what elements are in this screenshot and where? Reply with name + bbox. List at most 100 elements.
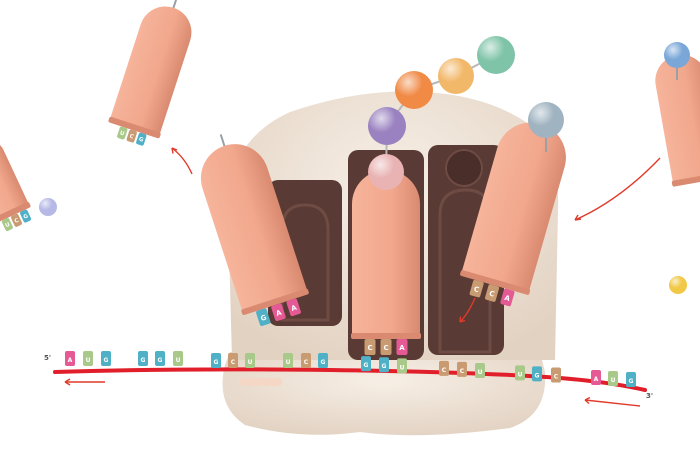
mrna-base: G — [379, 357, 389, 373]
mrna-base: U — [397, 358, 407, 374]
mrna-base: C — [457, 361, 467, 377]
amino-acid-teal — [477, 36, 515, 74]
amino-acid-layer — [39, 36, 690, 294]
mrna-base: G — [101, 351, 111, 366]
trna-body — [352, 170, 420, 336]
mrna-base: G — [361, 356, 371, 372]
anticodon-letter: C — [488, 289, 495, 298]
mrna-base-letter: C — [304, 359, 309, 366]
mrna-base-letter: U — [176, 357, 181, 364]
anticodon-letter: A — [399, 344, 405, 352]
direction-arrows — [64, 147, 661, 407]
mrna-base-letter: A — [594, 376, 599, 383]
mrna-base-letter: G — [158, 357, 163, 364]
anticodon-base: A — [271, 303, 286, 322]
trna-body — [461, 122, 566, 293]
mrna-strand — [53, 367, 647, 392]
mrna-base-letter: U — [86, 357, 91, 364]
mrna-base-letter: U — [400, 364, 405, 371]
mrna-base-letter: C — [554, 374, 559, 381]
mrna-base-letter: G — [214, 359, 219, 366]
trna-floating-left-edge: UCG — [0, 139, 32, 232]
mrna-base-letter: G — [629, 378, 634, 385]
mrna-base: U — [283, 353, 293, 368]
mrna-base: U — [515, 365, 525, 381]
mrna-base: U — [83, 351, 93, 366]
five-prime-label: 5' — [44, 354, 51, 362]
mrna-base: G — [626, 372, 636, 388]
anticodon-letter: C — [473, 285, 480, 294]
mrna-base-letter: U — [286, 359, 291, 366]
mrna-base-letter: C — [460, 368, 465, 375]
anticodon-letter: A — [290, 303, 298, 312]
a-site-pocket — [445, 149, 483, 187]
anticodon-base: C — [485, 284, 500, 302]
trna-body — [109, 6, 192, 136]
ribosome-highlight — [240, 378, 282, 386]
anticodon-letter: A — [503, 294, 511, 303]
mrna-base-letter: U — [478, 369, 483, 376]
mrna-base-letter: A — [68, 357, 73, 364]
mrna-base-letter: G — [535, 372, 540, 379]
trna-e-site: GAA — [200, 134, 309, 327]
trna-body — [200, 144, 308, 313]
mrna-base-letter: G — [382, 363, 387, 370]
mrna: 5' 3' A U G G G U G C U U C G G G U C C U U G C A U G — [44, 351, 653, 400]
anticodon-base: A — [500, 288, 515, 307]
anticodon-base: C — [10, 213, 22, 227]
anticodon-base: U — [117, 126, 128, 140]
mrna-base: C — [301, 353, 311, 368]
anticodon-base: C — [126, 129, 137, 143]
anticodon-base: U — [1, 218, 13, 232]
anticodon-letter: C — [367, 344, 372, 352]
anticodon-base: A — [396, 339, 408, 355]
amino-acid-blue — [664, 42, 690, 68]
amino-acid-pink — [368, 154, 404, 190]
anticodon-letter: U — [5, 222, 12, 229]
anticodon-letter: C — [383, 344, 388, 352]
mrna-base-letter: U — [518, 371, 523, 378]
mrna-base-letter: G — [321, 359, 326, 366]
amino-acid-purple — [368, 107, 406, 145]
amino-acid-gold — [669, 276, 687, 294]
three-prime-label: 3' — [646, 392, 653, 400]
mrna-base-letter: G — [141, 357, 146, 364]
anticodon-letter: G — [138, 137, 145, 144]
mrna-base: U — [245, 353, 255, 368]
arrow-curve-left — [171, 147, 193, 175]
anticodon-letter: G — [23, 213, 30, 221]
mrna-base: A — [65, 351, 75, 366]
amino-acid-yellow — [438, 58, 474, 94]
mrna-base: U — [608, 370, 618, 386]
arrow-right-bottom — [584, 399, 641, 407]
arrow-curve-right — [574, 157, 661, 221]
anticodon-base: G — [256, 308, 271, 327]
mrna-base: A — [591, 369, 601, 385]
mrna-bases: A U G G G U G C U U C G G G U C C U U G C A U G — [65, 351, 636, 388]
mrna-base-letter: U — [248, 359, 253, 366]
mrna-base: C — [439, 360, 449, 376]
anticodon-letter: C — [14, 218, 20, 225]
mrna-base: U — [475, 363, 485, 378]
anticodon-letter: A — [275, 308, 283, 317]
arrow-small-inside — [459, 297, 476, 323]
mrna-base: U — [173, 351, 183, 366]
anticodon-base: A — [286, 298, 301, 317]
amino-acid-lilac — [39, 198, 57, 216]
mrna-base: G — [138, 351, 148, 366]
mrna-base-letter: C — [231, 359, 236, 366]
mrna-base-letter: G — [104, 357, 109, 364]
anticodon-base: C — [380, 339, 392, 355]
anticodon-base: C — [364, 339, 376, 355]
anticodon-letter: U — [119, 130, 125, 137]
amino-acid-steel — [528, 102, 564, 138]
mrna-base-letter: G — [364, 362, 369, 369]
trna-body — [655, 54, 700, 184]
amino-acid-orange — [395, 71, 433, 109]
anticodon-letter: G — [260, 313, 268, 322]
anticodon-base: C — [469, 279, 484, 298]
